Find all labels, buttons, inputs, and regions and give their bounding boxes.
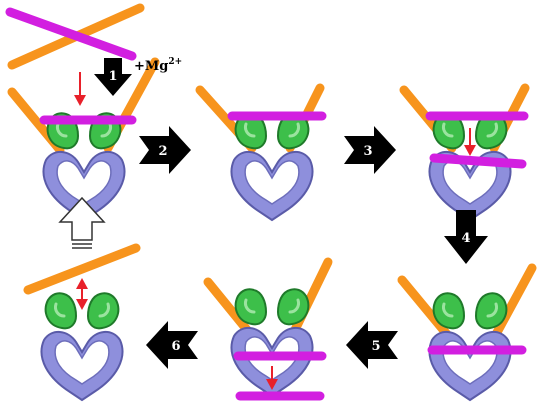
step-5-arrow: 5 bbox=[346, 321, 398, 369]
step-6-label: 6 bbox=[171, 339, 180, 354]
step-4-label: 4 bbox=[461, 231, 470, 246]
red-arrow-in bbox=[74, 72, 86, 106]
complex-4 bbox=[397, 263, 537, 402]
step-6-arrow: 6 bbox=[146, 321, 198, 369]
complex-6 bbox=[23, 243, 141, 402]
step-2-arrow: 2 bbox=[139, 126, 191, 174]
return-arrow bbox=[58, 196, 106, 249]
red-double-arrow bbox=[76, 278, 88, 310]
complex-3 bbox=[399, 83, 530, 222]
red-arrow-down bbox=[464, 128, 476, 156]
step-3-label: 3 bbox=[363, 144, 372, 159]
step-1-arrow: 1 bbox=[94, 58, 132, 96]
complex-1 bbox=[7, 57, 160, 222]
complex-2 bbox=[195, 83, 327, 222]
step-4-arrow: 4 bbox=[444, 210, 488, 264]
step-3-arrow: 3 bbox=[344, 126, 396, 174]
step-1-label: 1 bbox=[108, 69, 117, 84]
free-dna-top bbox=[5, 3, 145, 70]
complex-5 bbox=[203, 257, 333, 401]
red-arrow-release bbox=[266, 366, 278, 390]
step-5-label: 5 bbox=[371, 339, 380, 354]
step-2-label: 2 bbox=[158, 144, 167, 159]
mg-label: +Mg2+ bbox=[134, 57, 182, 74]
